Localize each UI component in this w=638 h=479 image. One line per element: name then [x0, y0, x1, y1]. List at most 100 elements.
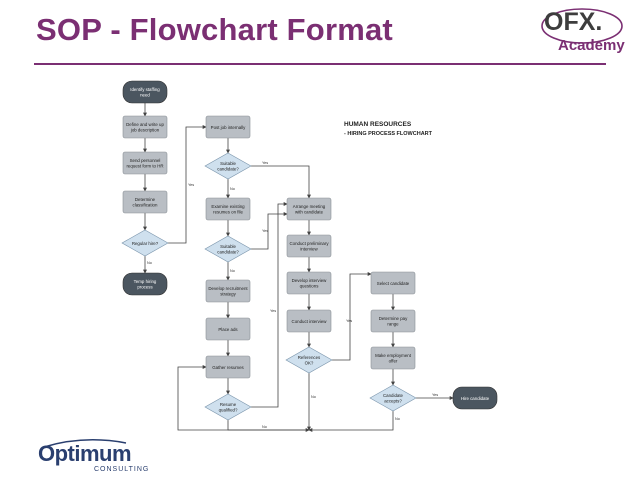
- node-label: range: [387, 322, 399, 327]
- node-label: Candidate: [383, 393, 404, 398]
- node-label: Temp hiring: [134, 279, 157, 284]
- node-hire: Hire candidate: [452, 386, 498, 410]
- node-label: classification: [133, 203, 158, 208]
- flow-connector: [177, 365, 309, 431]
- node-shape: [121, 229, 169, 257]
- ofx-academy-logo: OFX. Academy: [538, 4, 628, 62]
- node-label: accepts?: [384, 399, 402, 404]
- node-label: Place ads: [218, 327, 238, 332]
- node-label: Resume: [220, 402, 237, 407]
- node-label: Develop recruitment: [208, 286, 248, 291]
- node-label: Make employment: [375, 353, 412, 358]
- node-shape: [122, 115, 168, 139]
- ofx-logo-text: OFX.: [544, 8, 603, 36]
- diagram-heading-line2: - HIRING PROCESS FLOWCHART: [344, 131, 433, 137]
- edge-label-no: No: [395, 417, 400, 421]
- node-shape: [452, 386, 498, 410]
- node-shape: [205, 279, 251, 303]
- node-label: Select candidate: [377, 281, 410, 286]
- node-label: Suitable: [220, 244, 236, 249]
- node-label: Develop interview: [292, 278, 327, 283]
- node-label: Determine: [135, 197, 156, 202]
- node-shape: [122, 272, 168, 296]
- node-label: candidate?: [217, 250, 239, 255]
- node-label: interview: [300, 247, 318, 252]
- optimum-swoosh-icon: [43, 439, 127, 448]
- node-label: Regular hire?: [132, 241, 159, 246]
- flow-connector: [308, 411, 394, 432]
- node-post-job: Post job internally: [205, 115, 251, 139]
- node-label: Arrange meeting: [293, 204, 326, 209]
- node-label: Conduct preliminary: [289, 241, 329, 246]
- node-shape: [204, 393, 252, 421]
- node-shape: [205, 355, 251, 379]
- node-label: candidate?: [217, 167, 239, 172]
- edge-label-yes: Yes: [188, 183, 194, 187]
- node-shape: [369, 384, 417, 412]
- edge-label-no: No: [147, 261, 152, 265]
- node-shape: [205, 115, 251, 139]
- ofx-logo-subtext: Academy: [558, 37, 625, 54]
- node-label: Identify staffing: [130, 87, 160, 92]
- node-label: Hire candidate: [461, 396, 490, 401]
- flow-connector: [168, 125, 207, 244]
- diagram-heading-line1: HUMAN RESOURCES: [344, 121, 412, 128]
- node-shape: [370, 346, 416, 370]
- slide-title: SOP - Flowchart Format: [36, 12, 393, 47]
- ofx-swoosh-icon: [541, 8, 623, 44]
- node-label: questions: [300, 284, 320, 289]
- node-shape: [285, 346, 333, 374]
- edge-label-no: No: [230, 187, 235, 191]
- optimum-logo-subtext: CONSULTING: [94, 466, 150, 473]
- optimum-logo-text: Optimum: [38, 441, 132, 466]
- flow-connector: [227, 420, 310, 432]
- edge-label-yes: Yes: [270, 309, 276, 313]
- edge-label-no: No: [230, 269, 235, 273]
- node-shape: [205, 317, 251, 341]
- node-shape: [204, 152, 252, 180]
- node-shape: [370, 271, 416, 295]
- node-place-ads: Place ads: [205, 317, 251, 341]
- optimum-consulting-logo: Optimum CONSULTING: [34, 437, 154, 477]
- node-label: process: [137, 285, 153, 290]
- node-label: request form to HR: [126, 164, 163, 169]
- node-shape: [122, 190, 168, 214]
- flow-connector: [251, 212, 288, 250]
- node-label: Suitable: [220, 161, 236, 166]
- title-underline: [34, 63, 606, 65]
- edge-label-no: No: [262, 425, 267, 429]
- node-label: References: [298, 355, 321, 360]
- node-shape: [122, 151, 168, 175]
- node-label: Define and write up: [126, 122, 164, 127]
- flow-connector: [251, 165, 311, 199]
- node-shape: [286, 197, 332, 221]
- node-label: offer: [389, 359, 398, 364]
- node-label: with candidate: [295, 210, 324, 215]
- node-label: OK?: [305, 361, 314, 366]
- edge-label-yes: Yes: [346, 319, 352, 323]
- node-shape: [286, 309, 332, 333]
- node-gather: Gather resumes: [205, 355, 251, 379]
- node-shape: [370, 309, 416, 333]
- node-label: resumes on file: [213, 210, 243, 215]
- flow-connector: [251, 202, 288, 408]
- node-shape: [122, 80, 168, 104]
- node-label: Gather resumes: [212, 365, 244, 370]
- node-label: Determine pay: [379, 316, 408, 321]
- node-label: qualified?: [219, 408, 238, 413]
